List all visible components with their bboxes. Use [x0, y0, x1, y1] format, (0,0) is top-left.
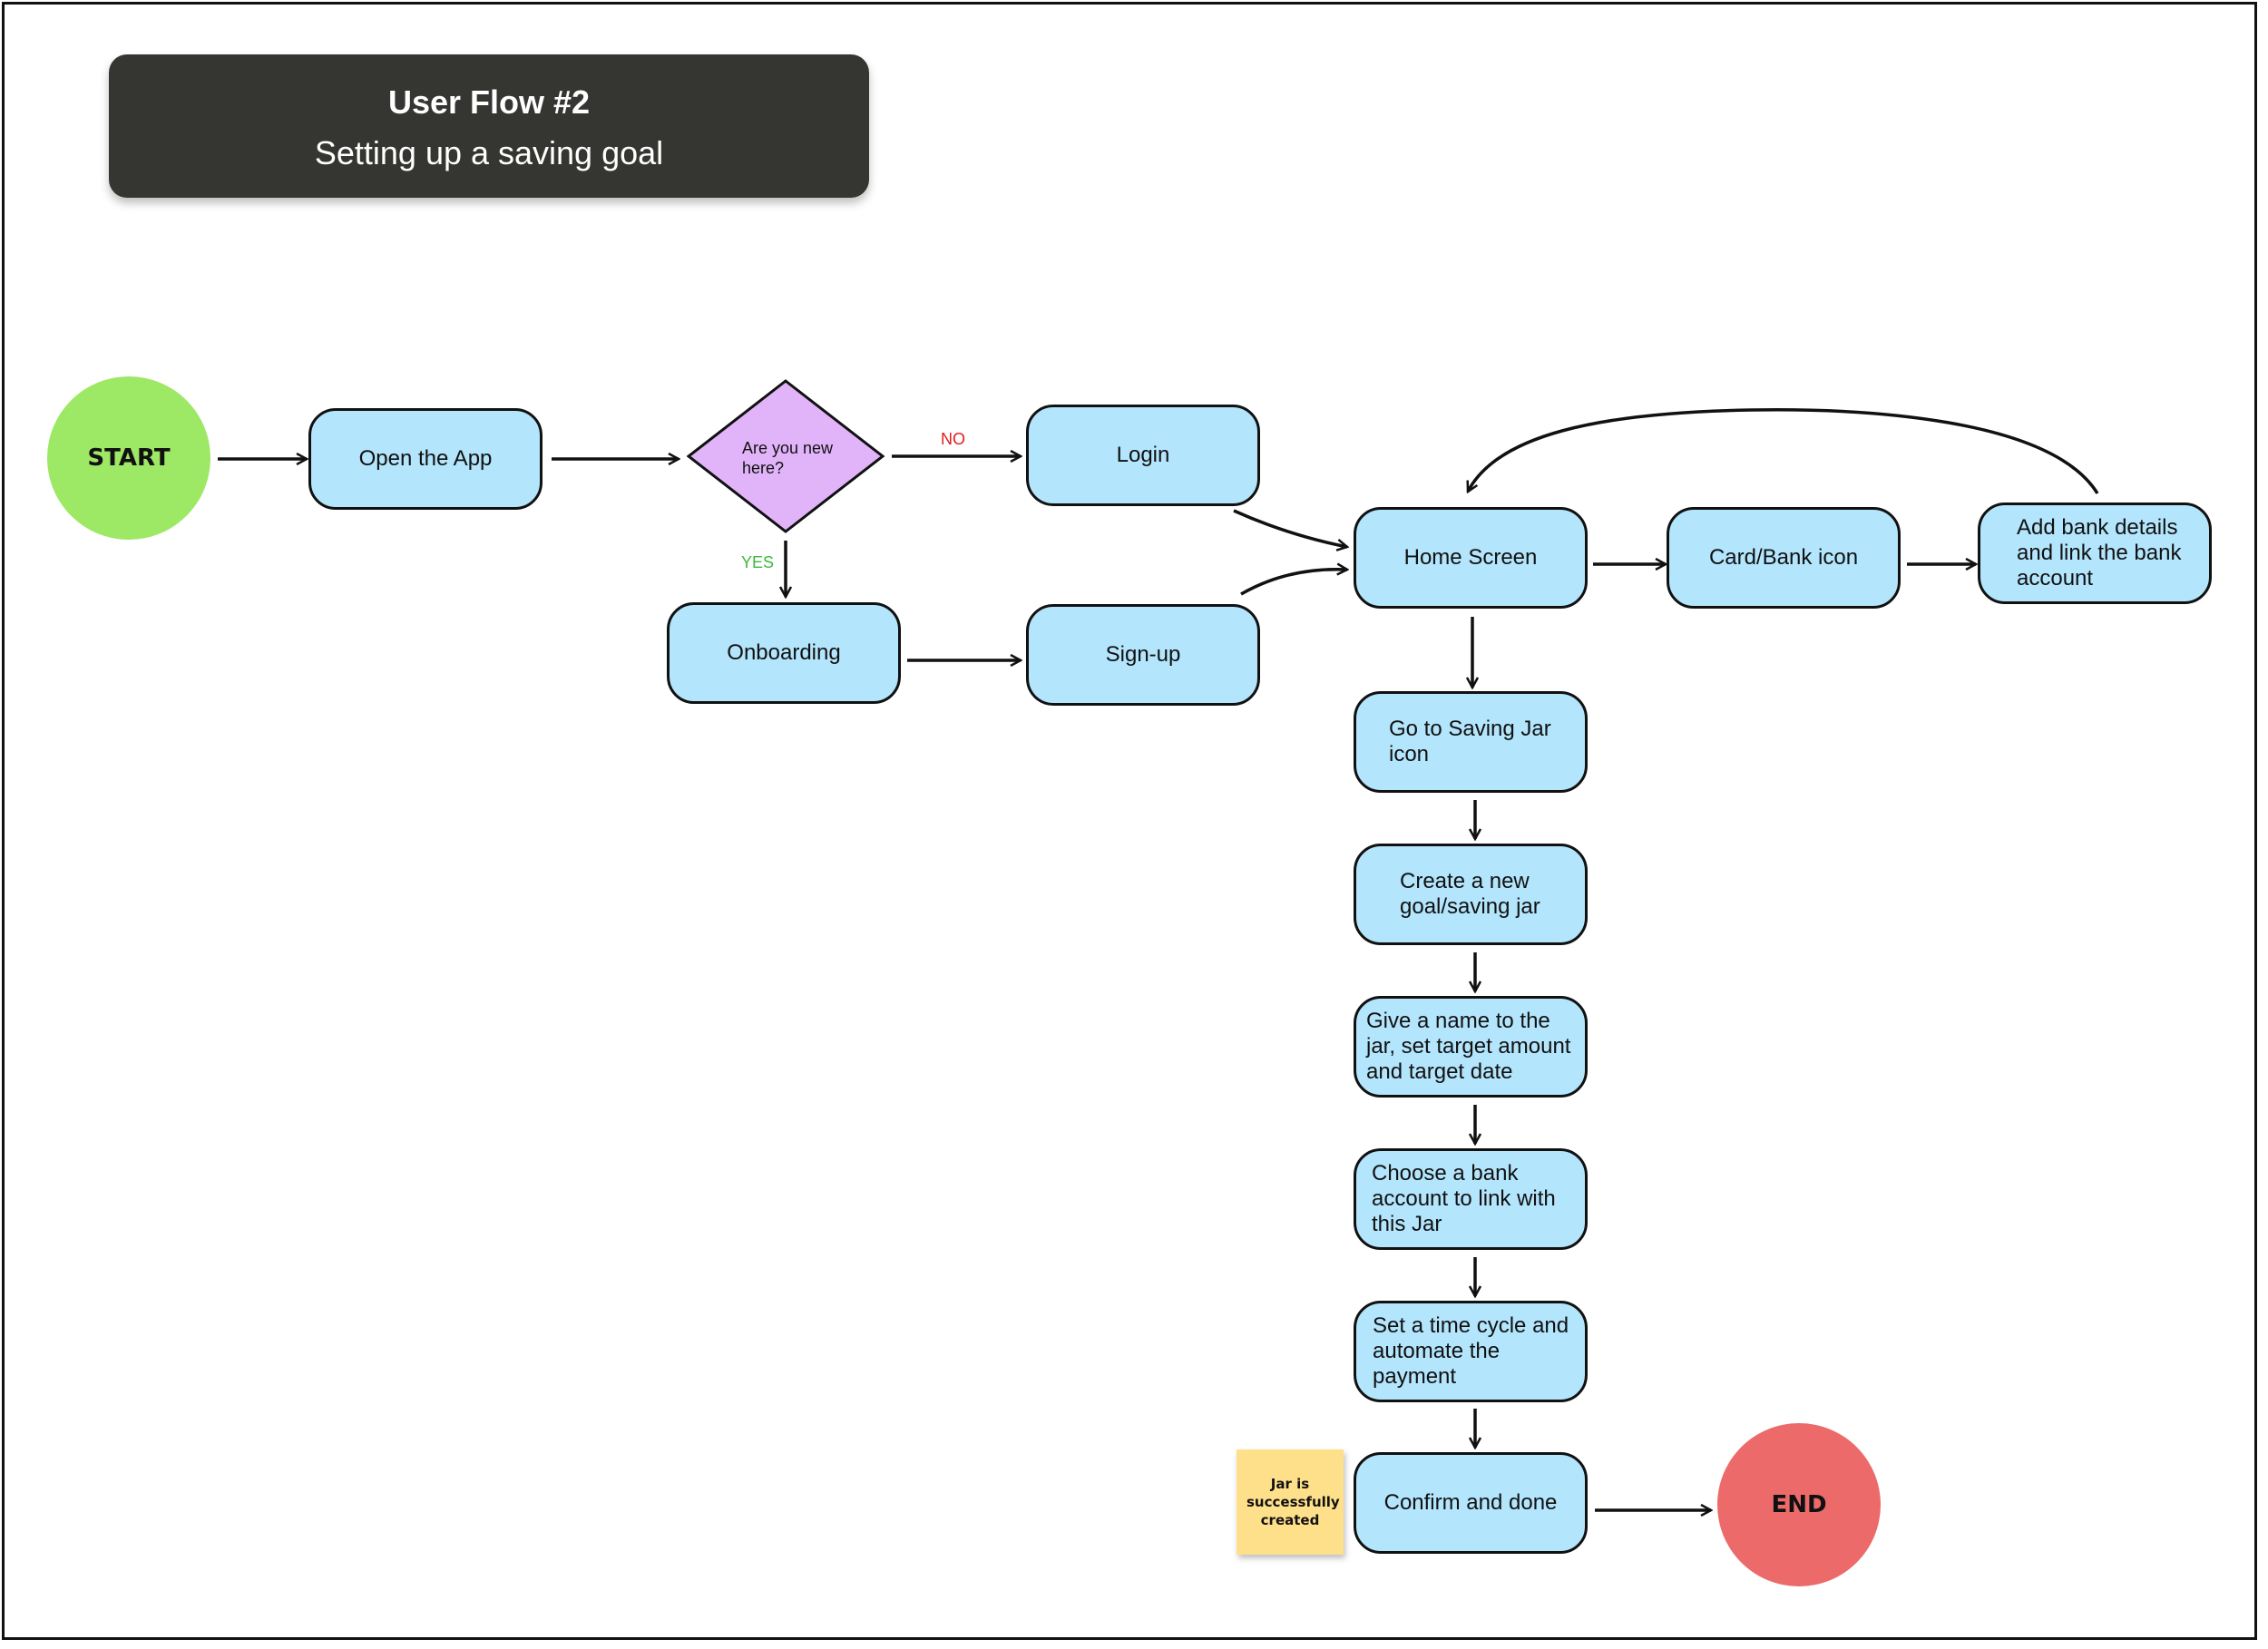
step-card-bank-icon-label: Card/Bank icon — [1708, 545, 1859, 570]
step-home-screen-label: Home Screen — [1403, 545, 1538, 570]
no-branch-label: NO — [941, 430, 965, 448]
step-time-cycle-label: Set a time cycle and automate the paymen… — [1373, 1313, 1569, 1389]
step-create-goal: Create a new goal/saving jar — [1354, 844, 1588, 945]
start-terminal: START — [47, 376, 210, 540]
sticky-note-text: Jar is successfully created — [1246, 1476, 1340, 1528]
step-add-bank-details: Add bank details and link the bank accou… — [1978, 503, 2212, 604]
step-signup: Sign-up — [1026, 604, 1260, 706]
step-add-bank-details-label: Add bank details and link the bank accou… — [2017, 515, 2182, 590]
step-onboarding-label: Onboarding — [727, 640, 841, 665]
flow-title: User Flow #2 — [387, 83, 591, 121]
step-name-jar-label: Give a name to the jar, set target amoun… — [1366, 1009, 1571, 1084]
flow-subtitle: Setting up a saving goal — [314, 134, 664, 171]
start-label: START — [87, 444, 171, 472]
arrow-signup-to-home — [1240, 570, 1347, 596]
step-create-goal-label: Create a new goal/saving jar — [1400, 869, 1540, 919]
step-signup-label: Sign-up — [1105, 642, 1181, 667]
step-saving-jar-icon-label: Go to Saving Jar icon — [1389, 717, 1551, 766]
step-name-jar: Give a name to the jar, set target amoun… — [1354, 996, 1588, 1098]
decision-diamond — [686, 379, 885, 533]
step-login: Login — [1026, 405, 1260, 506]
yes-branch-label: YES — [741, 553, 775, 571]
header-box: User Flow #2 Setting up a saving goal — [109, 54, 869, 198]
decision-question: Are you new here? — [742, 439, 834, 477]
step-open-app-label: Open the App — [358, 446, 493, 471]
end-terminal: END — [1717, 1423, 1881, 1586]
step-choose-bank-label: Choose a bank account to link with this … — [1372, 1161, 1556, 1236]
step-time-cycle: Set a time cycle and automate the paymen… — [1354, 1301, 1588, 1402]
step-home-screen: Home Screen — [1354, 507, 1588, 609]
step-confirm-done-label: Confirm and done — [1383, 1490, 1558, 1515]
step-choose-bank: Choose a bank account to link with this … — [1354, 1148, 1588, 1250]
step-confirm-done: Confirm and done — [1354, 1452, 1588, 1554]
step-card-bank-icon: Card/Bank icon — [1667, 507, 1901, 609]
step-onboarding: Onboarding — [667, 602, 901, 704]
step-saving-jar-icon: Go to Saving Jar icon — [1354, 691, 1588, 793]
sticky-note: Jar is successfully created — [1237, 1449, 1344, 1555]
step-login-label: Login — [1116, 443, 1170, 467]
arrow-addbank-to-home — [1466, 408, 2099, 494]
step-open-app: Open the App — [308, 408, 543, 510]
end-label: END — [1771, 1491, 1827, 1518]
arrow-login-to-home — [1233, 509, 1347, 547]
